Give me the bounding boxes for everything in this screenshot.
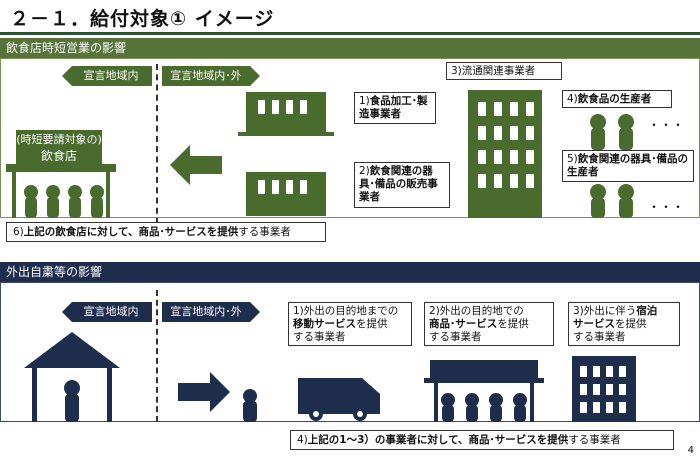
page-title: ２－１．給付対象① イメージ (10, 8, 275, 30)
s2-callout-3-bold1: 宿泊 (636, 305, 658, 317)
section1-tag-right: 宣言地域内･外 (170, 69, 242, 82)
s2-callout-2-line1: 2)外出の目的地での (429, 305, 524, 317)
section2-divider-dashed (156, 290, 158, 422)
section1-tag-left-shape (62, 66, 152, 86)
left-arrow-icon (170, 145, 222, 185)
callout-3-text: 3)流通関連事業者 (451, 65, 536, 77)
callout-1-num: 1) (359, 95, 370, 107)
section1-divider-dashed (156, 64, 158, 224)
section1-header: 飲食店時短営業の影響 (0, 38, 700, 58)
s2-callout-2-line3: する事業者 (429, 331, 482, 343)
s2-callout-2-tail: を提供 (497, 318, 529, 330)
section1-note-bold: 上記の飲食店に対して、商品･サービスを提供 (23, 226, 239, 238)
callout-food-processing: 1)食品加工･製造事業者 (354, 92, 436, 124)
section2-tag-right-shape (162, 302, 260, 322)
callout-food-producers: 4)飲食品の生産者 (562, 90, 672, 108)
hotel-icon (572, 356, 636, 422)
restaurant-label-name: 飲食店 (40, 149, 77, 163)
ellipsis-1: ・・・ (648, 118, 685, 132)
callout-transport: 1)外出の目的地までの 移動サービスを提供 する事業者 (288, 302, 412, 346)
section1-note-prefix: 6) (13, 226, 24, 238)
callout-distribution: 3)流通関連事業者 (446, 62, 562, 80)
callout-lodging: 3)外出に伴う宿泊 サービスを提供 する事業者 (568, 302, 680, 346)
callout-5-num: 5) (567, 153, 578, 165)
section2-tag-right: 宣言地域内･外 (170, 305, 242, 318)
section1-tag-left: 宣言地域内 (83, 69, 139, 82)
factory-icon-1 (238, 92, 334, 136)
callout-destination-services: 2)外出の目的地での 商品･サービスを提供 する事業者 (424, 302, 554, 346)
bus-icon (298, 378, 380, 421)
producer-people-icon-2 (590, 184, 634, 218)
section2-tag-left: 宣言地域内 (83, 305, 139, 318)
shop-icon (424, 360, 544, 422)
s2-callout-3-bold2: サービス (573, 318, 615, 330)
section2-tag-left-shape (62, 302, 152, 322)
s2-callout-1-bold: 移動サービス (293, 318, 356, 330)
section2-note: 4)上記の1～3）の事業者に対して、商品･サービスを提供する事業者 (290, 430, 674, 450)
callout-4-text: 飲食品の生産者 (577, 93, 652, 105)
right-arrow-icon (178, 372, 230, 412)
callout-2-num: 2) (359, 165, 370, 177)
person-icon (243, 389, 257, 422)
producer-people-icon-1 (590, 114, 634, 150)
page-number: 4 (687, 445, 694, 456)
restaurant-label-top: (時短要請対象の) (16, 133, 102, 146)
s2-callout-3-pre: 3)外出に伴う (573, 305, 637, 317)
s2-callout-1-line1: 1)外出の目的地までの (293, 305, 399, 317)
section1-note: 6)上記の飲食店に対して、商品･サービスを提供する事業者 (6, 222, 326, 242)
callout-equipment-sales: 2)飲食関連の器具･備品の販売事業者 (354, 162, 450, 208)
s2-callout-2-bold: 商品･サービス (429, 318, 498, 330)
ellipsis-2: ・・・ (648, 200, 685, 214)
section2-header: 外出自粛等の影響 (0, 262, 700, 282)
callout-2-text: 飲食関連の器具･備品の販売事業者 (359, 165, 438, 203)
section2-note-bold: 上記の1～3）の事業者に対して、商品･サービスを提供 (307, 434, 569, 446)
s2-callout-1-line3: する事業者 (293, 331, 346, 343)
title-divider (0, 32, 700, 35)
restaurant-icon (6, 164, 116, 218)
office-building-icon (468, 90, 542, 218)
callout-5-text: 飲食関連の器具･備品の生産者 (567, 153, 689, 178)
section2-note-suffix: する事業者 (568, 434, 621, 446)
restaurant-label-box (16, 130, 102, 168)
house-icon (24, 332, 120, 422)
section1-tag-right-shape (162, 66, 260, 86)
s2-callout-3-line3: する事業者 (573, 331, 626, 343)
section2-note-prefix: 4) (297, 434, 308, 446)
s2-callout-3-tail: を提供 (615, 318, 647, 330)
s2-callout-1-tail: を提供 (356, 318, 388, 330)
callout-1-text: 食品加工･製造事業者 (359, 95, 428, 120)
factory-icon-2 (246, 172, 326, 216)
callout-equipment-producers: 5)飲食関連の器具･備品の生産者 (562, 150, 694, 182)
section1-note-suffix: する事業者 (238, 226, 291, 238)
callout-4-num: 4) (567, 93, 578, 105)
